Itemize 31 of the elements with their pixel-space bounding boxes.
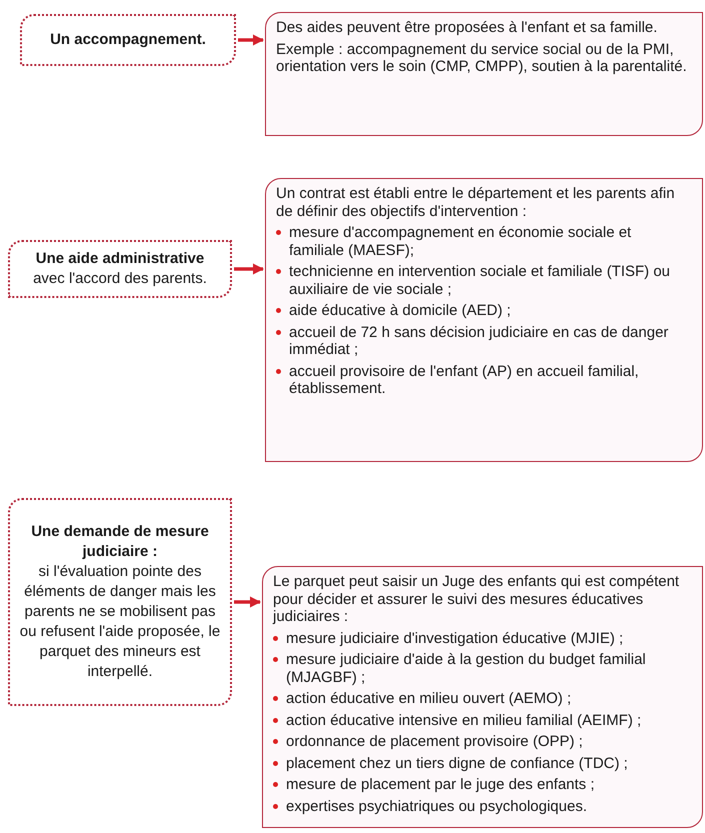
step-box: [20, 14, 236, 66]
bullet-item: mesure judiciaire d'investigation éducative (MJIE) ;: [273, 630, 688, 647]
detail-box: [262, 566, 703, 828]
step-box: [8, 498, 232, 706]
paragraph-text: Le parquet peut saisir un Juge des enfants qui est compétent pour décider et assurer le suivi des mesures éducatives judiciaires :: [273, 573, 680, 626]
bullet-item: aide éducative à domicile (AED) ;: [276, 302, 688, 320]
arrow: [234, 263, 264, 275]
arrow: [234, 596, 262, 608]
bullet-item: technicienne en intervention sociale et familiale (TISF) ou auxiliaire de vie sociale ;: [276, 263, 688, 298]
step-box: [8, 240, 232, 298]
step-description: si l'évaluation pointe des éléments de danger mais les parents ne se mobilisent pas ou refusent l'aide proposée, le parquet des mineurs est interpellé.: [18, 562, 222, 682]
paragraph-text: Des aides peuvent être proposées à l'enfant et sa famille.: [276, 19, 658, 36]
bullet-item: accueil de 72 h sans décision judiciaire en cas de danger immédiat ;: [276, 324, 688, 358]
detail-box: [265, 12, 703, 136]
bullet-item: accueil provisoire de l'enfant (AP) en accueil familial, établissement.: [276, 362, 688, 398]
bullet-item: expertises psychiatriques ou psychologiques.: [273, 798, 688, 815]
step-title: Une aide administrative: [34, 249, 206, 269]
paragraph-text: Un contrat est établi entre le département et les parents afin de définir des objectifs d'intervention :: [276, 185, 676, 220]
bullet-item: action éducative intensive en milieu familial (AEIMF) ;: [273, 712, 688, 729]
arrow: [238, 34, 264, 46]
bullet-item: placement chez un tiers digne de confiance (TDC) ;: [273, 754, 688, 772]
step-title: Un accompagnement.: [49, 30, 207, 50]
bullet-item: mesure judiciaire d'aide à la gestion du budget familial (MJAGBF) ;: [273, 651, 688, 686]
paragraph-text: Exemple : accompagnement du service social ou de la PMI, orientation vers le soin (CMP, CMPP), soutien à la parentalité.: [276, 40, 688, 76]
bullet-item: mesure d'accompagnement en économie sociale et familiale (MAESF);: [276, 224, 688, 259]
detail-box: [265, 178, 703, 462]
step-title: Une demande de mesure judiciaire :: [30, 522, 210, 562]
bullet-item: mesure de placement par le juge des enfants ;: [273, 776, 688, 794]
bullet-item: ordonnance de placement provisoire (OPP) ;: [273, 733, 688, 750]
bullet-item: action éducative en milieu ouvert (AEMO) ;: [273, 690, 688, 708]
step-description: avec l'accord des parents.: [32, 269, 208, 289]
